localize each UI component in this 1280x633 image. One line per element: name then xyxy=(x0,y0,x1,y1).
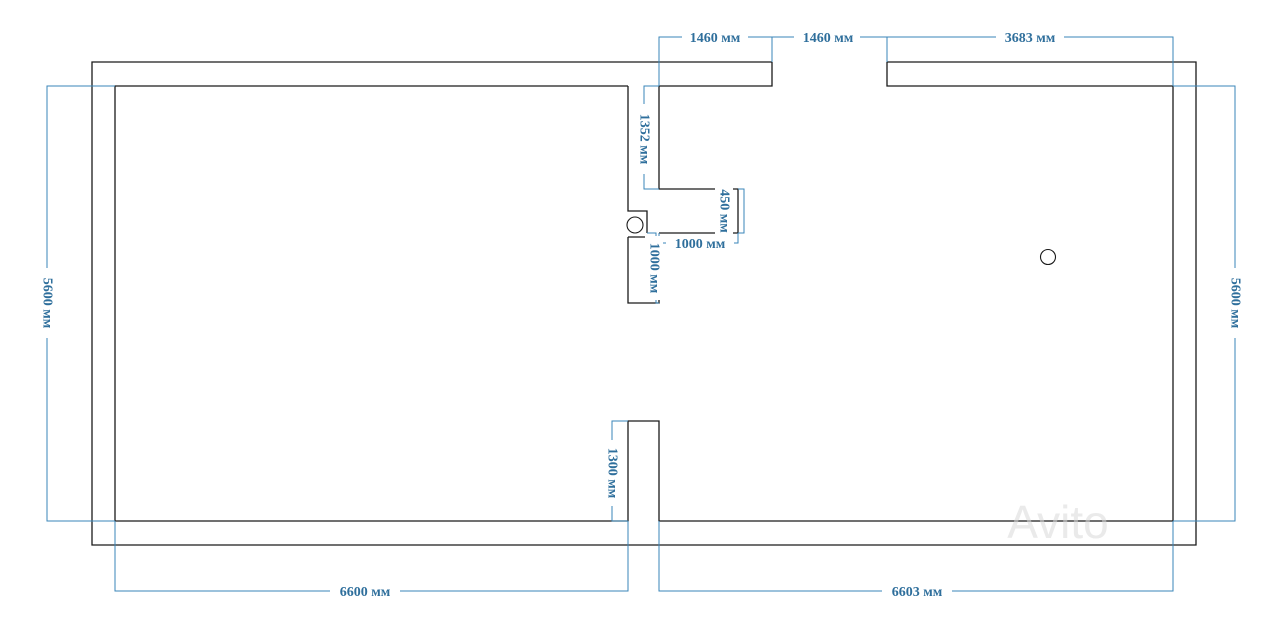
dim-label-right-height: 5600 мм xyxy=(1228,278,1243,329)
column-circle-right xyxy=(1039,248,1057,266)
dim-label-top-2: 1460 мм xyxy=(803,31,854,46)
outer-wall-left-part xyxy=(91,61,1197,546)
dim-label-bottom-left: 6600 мм xyxy=(340,585,391,600)
dim-line-right xyxy=(1173,85,1236,522)
fixtures xyxy=(626,216,1057,266)
partition-upper xyxy=(627,86,648,233)
dim-label-stub-height: 450 мм xyxy=(717,189,732,233)
dim-label-bottom-right: 6603 мм xyxy=(892,585,943,600)
column-circle-left xyxy=(626,216,644,234)
dimension-labels: 1460 мм 1460 мм 3683 мм 5600 мм 5600 мм … xyxy=(38,28,1244,600)
dim-line-left xyxy=(46,85,115,522)
dim-label-stub-width: 1000 мм xyxy=(675,237,726,252)
dim-line-top xyxy=(658,36,1174,86)
dim-label-top-3: 3683 мм xyxy=(1005,31,1056,46)
dim-line-stub-height xyxy=(738,188,745,234)
inner-wall-left-room xyxy=(114,62,1174,522)
dim-label-partition-top: 1352 мм xyxy=(637,114,652,165)
dim-label-left-height: 5600 мм xyxy=(40,278,55,329)
dim-label-top-1: 1460 мм xyxy=(690,31,741,46)
dim-line-bottom-left xyxy=(114,521,629,592)
dim-label-bottom-partition: 1300 мм xyxy=(605,448,620,499)
dim-label-partition-lower: 1000 мм xyxy=(647,243,662,294)
avito-watermark: Avito xyxy=(1007,496,1108,548)
